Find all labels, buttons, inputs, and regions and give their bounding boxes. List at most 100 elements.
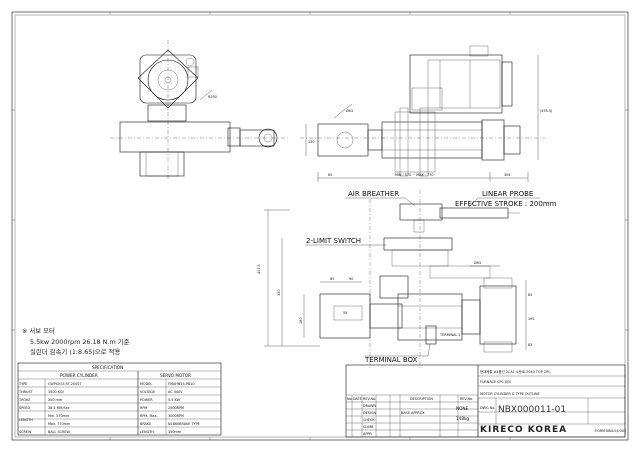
top-right-view: Ø63 120 (455.5) 65 MIN : 570 ~ MAX : 770… [300, 45, 553, 182]
linear-probe [439, 207, 509, 219]
inner-border [14, 14, 626, 438]
air-breather [399, 203, 443, 221]
dim-phi63-bottom: Ø63 [474, 260, 481, 265]
spec-motor-value: 2000RPM [168, 406, 184, 410]
spec-motor-label: POWER [140, 398, 153, 402]
spec-motor-value: 3000RPM [168, 414, 184, 418]
cylinder-end-body [119, 121, 231, 153]
label-terminal-box: TERMINAL BOX [364, 356, 418, 364]
spec-motor-value: 350mm [168, 430, 182, 434]
spec-cyl-value: 200 mm [48, 398, 63, 402]
terminal-box [425, 325, 437, 345]
cylinder-barrel [381, 121, 483, 159]
cylinder-rear-flange [479, 285, 517, 345]
clevis-eye [258, 128, 278, 148]
dim-min-max: MIN : 570 ~ MAX : 770 [395, 173, 434, 177]
rev-header-cell: REV.No. [363, 397, 376, 401]
spec-motor-label: VOLTAGE [140, 390, 155, 394]
label-effective-stroke: EFFECTIVE STROKE : 200mm [455, 200, 557, 208]
rev-header-cell: No. [347, 397, 353, 401]
spec-cyl-value: 38.5 MM/Sec [48, 406, 70, 410]
dim-350: 350 [277, 290, 281, 296]
title-dwg-no-label: DWG No. [480, 406, 495, 410]
spec-motor-label: LENGTH [140, 430, 154, 434]
servo-motor-body [409, 54, 503, 114]
specification-table: SPECIFICATION POWER CYLINDER SERVO MOTOR… [17, 362, 222, 436]
rev-header-cell: DATE [353, 397, 362, 401]
top-left-view: R250 [110, 40, 290, 180]
rev-role-cell: CHECK [363, 418, 375, 422]
form-code: FORM NBX-01/002 [595, 429, 626, 433]
title-weight: 148kg [456, 416, 469, 421]
spec-cyl-value: 3500 KGf [48, 390, 65, 394]
dim-455: (455.5) [540, 109, 553, 113]
dim-65-top: 65 [328, 173, 332, 177]
spec-motor-value: 5.5 KW [168, 398, 181, 402]
dim-195: 195 [528, 317, 534, 321]
rod-end-block [317, 123, 369, 157]
spec-header-motor: SERVO MOTOR [160, 373, 191, 378]
dim-4075: 407.5 [257, 264, 261, 274]
label-limit-switch: 2-LIMIT SWITCH [306, 237, 361, 245]
spec-motor-label: BRAKE [140, 422, 151, 426]
rev-desc-cell: BASE APPROX [401, 411, 425, 415]
rev-role-cell: APPR [363, 432, 372, 436]
label-terminal-note: TERMINAL 2 [439, 333, 460, 337]
note-line-2: 실린더 감속기 (1:8.65)으로 적용 [30, 347, 120, 356]
spec-motor-label: RPM [140, 406, 147, 410]
dim-phi63-top: Ø63 [346, 108, 353, 113]
dim-120: 120 [308, 140, 314, 144]
dim-90: 90 [349, 277, 353, 281]
notes-block: ※ 서보 모터 5.5kw 2000rpm 26.18 N.m 기준 실린더 감… [22, 326, 130, 356]
spec-cyl-value: Max. 770mm [48, 422, 71, 426]
dim-83-lower: 83 [528, 343, 532, 347]
spec-cyl-label: TYPE [18, 382, 27, 386]
title-furnace: FURNACE CPC D/S [480, 380, 511, 384]
outer-border [11, 11, 629, 441]
spec-cyl-value: Min. 570mm [48, 414, 70, 418]
rev-header-cell: REV.No. [460, 397, 473, 401]
spec-motor-value: AC 440V [168, 390, 183, 394]
dim-83-upper: 83 [528, 293, 532, 297]
rod-clevis [319, 293, 371, 339]
dim-304: 304 [504, 173, 510, 177]
label-linear-probe: LINEAR PROBE [482, 190, 533, 198]
zone-ticks [12, 12, 628, 440]
rev-role-cell: DESIGN [363, 411, 377, 415]
spec-cyl-value: CWPSVS3.5T-200ST [48, 382, 82, 386]
title-korean: 현대제철 #4용선 2CAL 소둔로 2040 TOP CPC [480, 369, 551, 374]
title-scale: NONE [456, 406, 469, 411]
company-logo: KIRECO KOREA [480, 425, 567, 435]
spec-header-cylinder: POWER CYLINDER [60, 373, 98, 378]
dim-r250: R250 [208, 95, 217, 99]
spec-cyl-label: LENGTH [19, 418, 33, 422]
spec-cyl-label: THRUST [18, 390, 34, 394]
spec-title: SPECIFICATION [92, 365, 123, 370]
title-dwg-number: NBX000011-01 [498, 405, 566, 415]
motor-housing [139, 54, 197, 104]
title-drawing-name: MOTOR CYLINDER G TYPE OUTLINE [480, 392, 540, 396]
bottom-view: AIR BREATHER LINEAR PROBE EFFECTIVE STRO… [257, 190, 557, 370]
spec-cyl-label: TROKE [18, 398, 30, 402]
label-air-breather: AIR BREATHER [348, 190, 399, 198]
dim-65-bottom: 65 [330, 277, 334, 281]
spec-motor-label: RPM. Max. [140, 414, 158, 418]
spec-motor-label: MODEL [140, 382, 152, 386]
spec-cyl-label: SCREW [19, 430, 32, 434]
spec-motor-value: N1860BRAKE TYPE [168, 422, 200, 426]
note-line-1: 5.5kw 2000rpm 26.18 N.m 기준 [30, 337, 130, 346]
limit-switch-block [383, 237, 453, 251]
note-title: ※ 서보 모터 [22, 326, 55, 335]
spec-cyl-label: SPEED [19, 406, 30, 410]
spec-motor-value: FMAHN55-PB10 [168, 382, 195, 386]
title-block: 현대제철 #4용선 2CAL 소둔로 2040 TOP CPC FURNACE … [345, 364, 626, 438]
rev-role-cell: CLIMB [363, 425, 374, 429]
spec-cyl-value: BALL SCREW [48, 430, 71, 434]
dim-180: 180 [299, 318, 303, 324]
clevis-arm [239, 129, 275, 147]
motor-shaft-circle [147, 59, 189, 101]
rev-header-cell: DESCRIPTION [410, 397, 433, 401]
rev-role-cell: DRAWN [363, 404, 376, 408]
